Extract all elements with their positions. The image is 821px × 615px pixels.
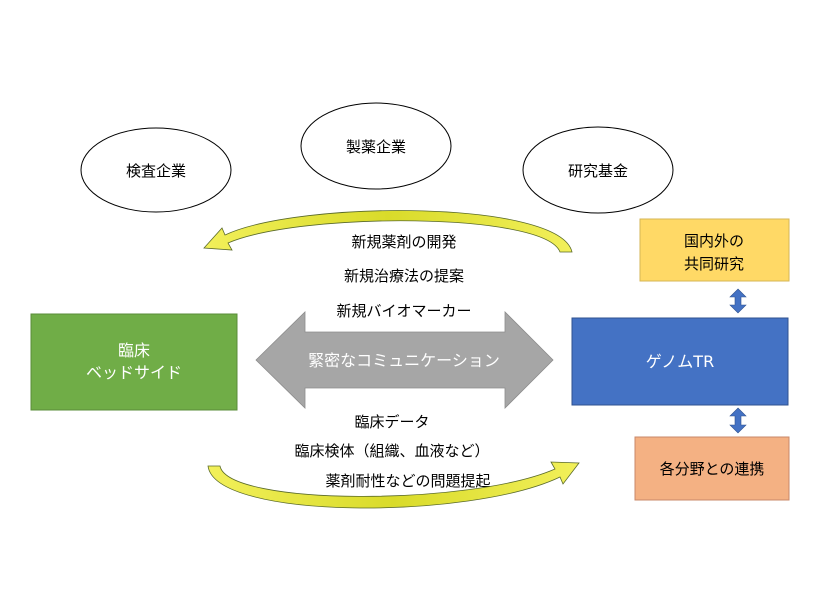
curved-arrow-right-icon: [207, 461, 580, 509]
curved-arrow-left-icon: [203, 210, 573, 253]
output-new-therapy: 新規治療法の提案: [344, 267, 464, 285]
clinical-label-line1: 臨床: [118, 341, 150, 360]
output-new-drug: 新規薬剤の開発: [351, 233, 456, 251]
output-new-biomarker: 新規バイオマーカー: [336, 302, 471, 320]
collab-fields-label: 各分野との連携: [660, 460, 765, 478]
input-clinical-data: 臨床データ: [354, 413, 429, 431]
partner-inspection-label: 検査企業: [126, 162, 186, 180]
collab-intl-box: 国内外の 共同研究: [639, 218, 790, 282]
genome-label: ゲノムTR: [646, 352, 714, 371]
clinical-label-line2: ベッドサイド: [86, 363, 182, 382]
double-arrow-vertical-icon: [729, 407, 747, 434]
partner-fund: 研究基金: [522, 126, 674, 214]
collab-intl-line1: 国内外の: [684, 232, 744, 250]
communication-label: 緊密なコミュニケーション: [308, 351, 500, 370]
input-drug-resistance: 薬剤耐性などの問題提起: [325, 472, 490, 490]
collab-intl-line2: 共同研究: [684, 255, 744, 273]
partner-pharma: 製薬企業: [300, 102, 452, 190]
partner-pharma-label: 製薬企業: [346, 138, 406, 156]
input-clinical-samples: 臨床検体（組織、血液など）: [294, 442, 489, 460]
partner-inspection: 検査企業: [80, 127, 232, 213]
double-arrow-vertical-icon: [729, 288, 747, 314]
collab-fields-box: 各分野との連携: [634, 436, 790, 501]
partner-fund-label: 研究基金: [568, 162, 628, 180]
clinical-box: 臨床 ベッドサイド: [30, 313, 238, 411]
genome-box: ゲノムTR: [571, 317, 789, 406]
communication-double-arrow: 緊密なコミュニケーション: [255, 311, 554, 409]
